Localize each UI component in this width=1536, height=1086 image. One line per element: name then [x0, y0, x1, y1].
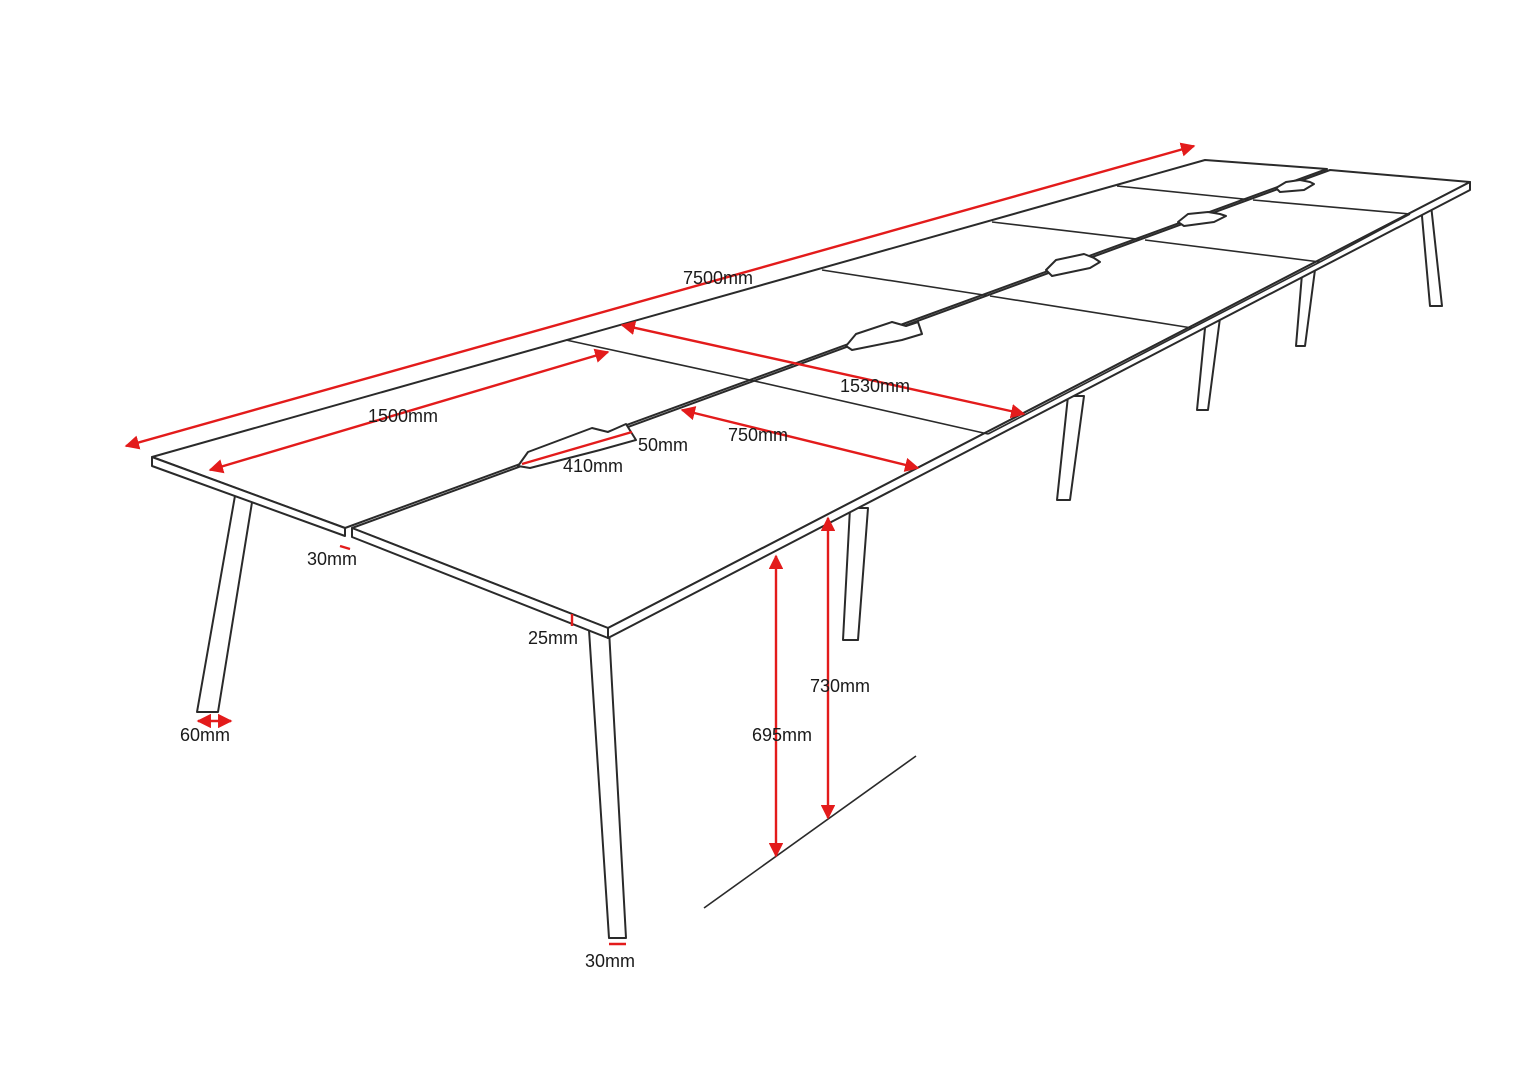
leg	[1056, 395, 1085, 501]
label-leg-depth: 30mm	[585, 951, 636, 971]
leg	[842, 507, 869, 641]
label-module-length: 1500mm	[368, 406, 439, 426]
cable-port	[1275, 179, 1315, 193]
label-depth: 750mm	[728, 425, 789, 445]
dim-line-port-width	[521, 430, 633, 466]
label-total-length: 7500mm	[683, 268, 754, 288]
label-pair-width: 1530mm	[840, 376, 911, 396]
label-thickness: 25mm	[528, 628, 579, 648]
floor-line	[703, 755, 917, 909]
dim-tick-gap	[339, 544, 351, 551]
leg-front-left	[196, 489, 255, 713]
label-gap: 30mm	[307, 549, 358, 569]
leg	[1196, 317, 1221, 411]
label-port-depth: 50mm	[638, 435, 689, 455]
label-leg-width: 60mm	[180, 725, 231, 745]
label-overall-height: 730mm	[810, 676, 871, 696]
dim-arrow-module-length	[208, 348, 610, 474]
label-underside-height: 695mm	[752, 725, 813, 745]
leg	[1420, 204, 1443, 307]
leg-front-center	[588, 629, 627, 939]
dim-arrow-depth	[680, 406, 920, 472]
label-port-width: 410mm	[563, 456, 624, 476]
dim-arrow-pair-width	[620, 320, 1026, 419]
dimension-arrows	[124, 142, 1196, 946]
